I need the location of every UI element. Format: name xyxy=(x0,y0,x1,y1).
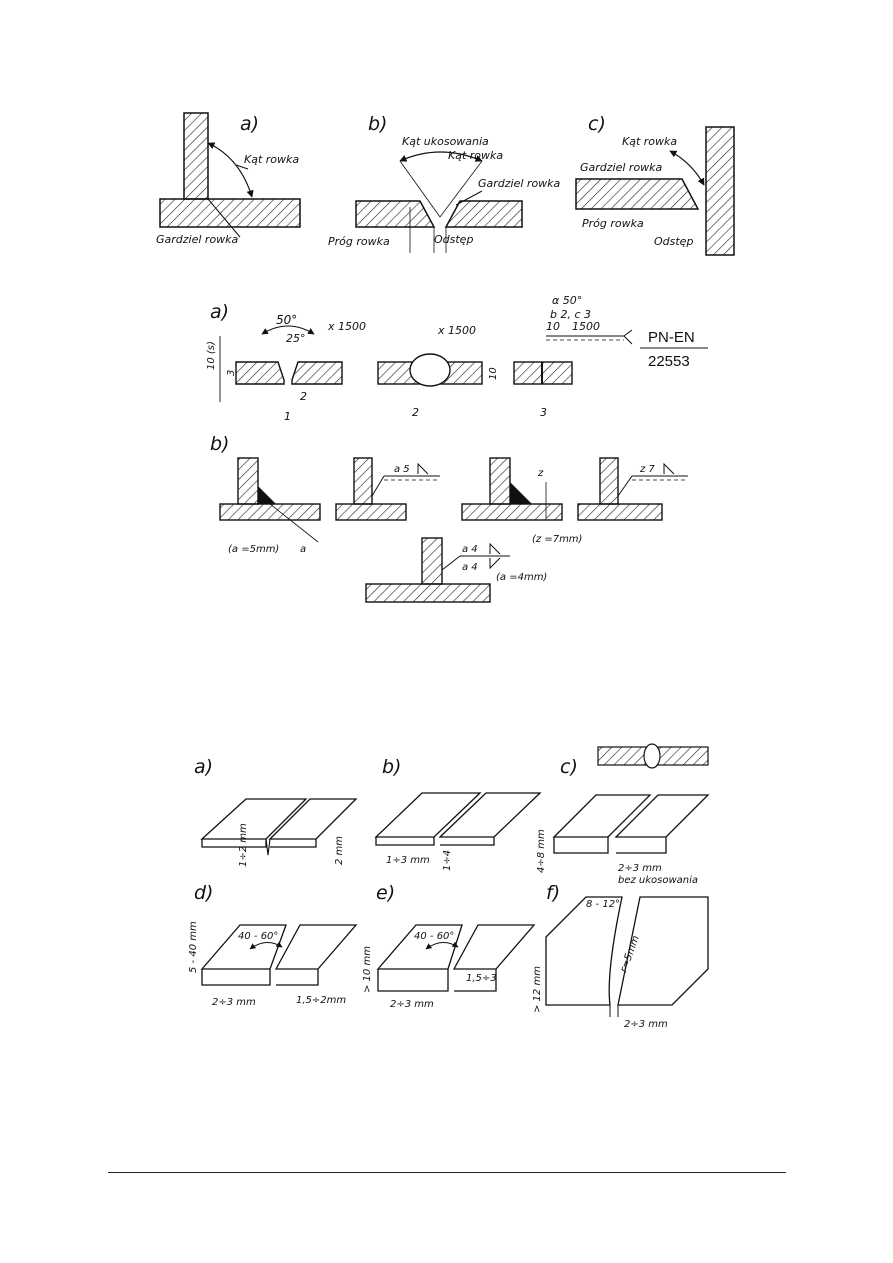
fillet-a4-top: a 4 xyxy=(462,544,478,555)
prep-e-root: 1,5÷3 xyxy=(466,973,497,984)
groove-c-angle: Kąt rowka xyxy=(622,135,677,148)
prep-d-gap: 2÷3 mm xyxy=(212,997,256,1008)
footer-divider xyxy=(108,1172,786,1173)
fillet-z-dim: z xyxy=(537,468,544,479)
detail1-gap: 2 xyxy=(300,390,307,403)
weld-symbol-figure: a) 50° 25° x 1500 10 (s) 3 2 1 x 1500 10… xyxy=(200,290,710,626)
fillet-a4-bottom: a 4 xyxy=(462,562,478,573)
butt-joint-detail-1: 50° 25° x 1500 10 (s) 3 2 1 xyxy=(206,313,366,423)
groove-b-root-face: Próg rowka xyxy=(328,235,390,248)
detail1-caption: 1 xyxy=(284,410,291,423)
fillet-a-dim: a xyxy=(300,544,306,555)
fillet-a5-symbol: a 5 xyxy=(335,457,440,521)
prep-f-angle: 8 - 12° xyxy=(586,899,620,910)
prep-e-label: e) xyxy=(376,882,395,904)
groove-c-root-face: Próg rowka xyxy=(582,217,644,230)
groove-a-angle-label: Kąt rowka xyxy=(244,153,299,166)
butt-joint-detail-2: x 1500 10 2 xyxy=(377,324,499,419)
butt-joint-detail-3: α 50° b 2, c 3 10 1500 PN-EN 22553 3 xyxy=(513,294,708,419)
groove-b-throat: Gardziel rowka xyxy=(478,177,561,190)
prep-e-diagram: e) 40 - 60° > 10 mm 2÷3 mm 1,5÷3 xyxy=(362,882,536,1010)
detail3-length: 1500 xyxy=(572,320,600,333)
detail1-angle: 50° xyxy=(276,313,297,327)
detail1-half-angle: 25° xyxy=(286,332,306,345)
prep-b-diagram: b) 1÷3 mm 1÷4 xyxy=(374,756,542,871)
fillet-z7-label: z 7 xyxy=(639,464,655,475)
prep-b-dim2: 1÷4 xyxy=(442,850,453,871)
groove-c-throat: Gardziel rowka xyxy=(580,161,663,174)
prep-a-dim1: 1÷2 mm xyxy=(238,823,249,867)
detail1-length: x 1500 xyxy=(327,320,366,333)
groove-c-gap: Odstęp xyxy=(654,235,693,248)
prep-d-label: d) xyxy=(194,882,213,904)
fillet-a5-label: a 5 xyxy=(394,464,410,475)
detail3-alpha: α 50° xyxy=(552,294,582,307)
detail1-root-face: 3 xyxy=(226,370,237,376)
groove-b-diagram: b) Kąt ukosowania Kąt rowka Gardziel row… xyxy=(328,113,561,253)
groove-b-gap: Odstęp xyxy=(434,233,473,246)
prep-f-thickness: > 12 mm xyxy=(532,966,543,1013)
prep-f-diagram: f) 8 - 12° r=5mm > 12 mm 2÷3 mm xyxy=(532,882,709,1030)
detail2-caption: 2 xyxy=(412,406,419,419)
standard-top: PN-EN xyxy=(648,329,695,346)
detail2-length: x 1500 xyxy=(437,324,476,337)
detail2-thickness: 10 xyxy=(488,367,499,380)
standard-bottom: 22553 xyxy=(648,353,690,370)
detail1-thickness: 10 (s) xyxy=(206,341,217,370)
groove-a-diagram: a) Kąt rowka Gardziel rowka xyxy=(156,112,301,246)
prep-d-diagram: d) 40 - 60° 5 - 40 mm 2÷3 mm 1,5÷2mm xyxy=(188,882,358,1008)
prep-a-diagram: a) 1÷2 mm 2 mm xyxy=(194,756,358,867)
detail3-caption: 3 xyxy=(540,406,547,419)
fillet-z7-note: (z =7mm) xyxy=(532,534,582,545)
prep-b-dim1: 1÷3 mm xyxy=(386,855,430,866)
prep-b-label: b) xyxy=(382,756,401,778)
fillet-a5-note: (a =5mm) xyxy=(228,544,279,555)
fillet-z7-symbol: z 7 xyxy=(577,457,688,521)
groove-a-throat-label: Gardziel rowka xyxy=(156,233,239,246)
prep-f-gap: 2÷3 mm xyxy=(624,1019,668,1030)
prep-d-angle: 40 - 60° xyxy=(238,931,278,942)
symbols-a-label: a) xyxy=(210,301,229,323)
detail3-b-c: b 2, c 3 xyxy=(550,308,591,321)
prep-a-dim2: 2 mm xyxy=(334,836,345,865)
prep-c-dim2: 2÷3 mm xyxy=(618,863,662,874)
prep-c-diagram: c) 4÷8 mm 2÷3 mm bez ukosowania xyxy=(536,743,710,886)
prep-a-label: a) xyxy=(194,756,213,778)
groove-c-diagram: c) Kąt rowka Gardziel rowka Próg rowka O… xyxy=(575,113,735,256)
prep-e-angle: 40 - 60° xyxy=(414,931,454,942)
prep-c-label: c) xyxy=(560,756,578,778)
edge-preparation-figure: a) 1÷2 mm 2 mm b) 1÷3 mm 1÷4 c) 4÷8 mm 2… xyxy=(186,737,716,1037)
fillet-z7-detail: z (z =7mm) xyxy=(461,457,582,545)
groove-a-label: a) xyxy=(240,113,259,135)
groove-c-label: c) xyxy=(588,113,606,135)
prep-e-thickness: > 10 mm xyxy=(362,946,373,993)
prep-c-dim1: 4÷8 mm xyxy=(536,829,547,873)
detail3-size: 10 xyxy=(546,320,560,333)
groove-b-bevel-angle: Kąt ukosowania xyxy=(402,135,489,148)
double-fillet-a4-detail: a 4 a 4 (a =4mm) xyxy=(365,537,547,603)
prep-e-gap: 2÷3 mm xyxy=(390,999,434,1010)
groove-b-label: b) xyxy=(368,113,387,135)
prep-f-label: f) xyxy=(546,882,560,904)
symbols-b-label: b) xyxy=(210,433,229,455)
prep-d-root: 1,5÷2mm xyxy=(296,995,346,1006)
prep-c-note: bez ukosowania xyxy=(618,875,698,886)
fillet-a4-note: (a =4mm) xyxy=(496,572,547,583)
groove-terminology-figure: a) Kąt rowka Gardziel rowka b) Kąt ukoso… xyxy=(152,103,744,260)
groove-b-groove-angle: Kąt rowka xyxy=(448,149,503,162)
prep-d-thickness: 5 - 40 mm xyxy=(188,921,199,973)
fillet-a5-detail: a (a =5mm) xyxy=(219,457,321,555)
